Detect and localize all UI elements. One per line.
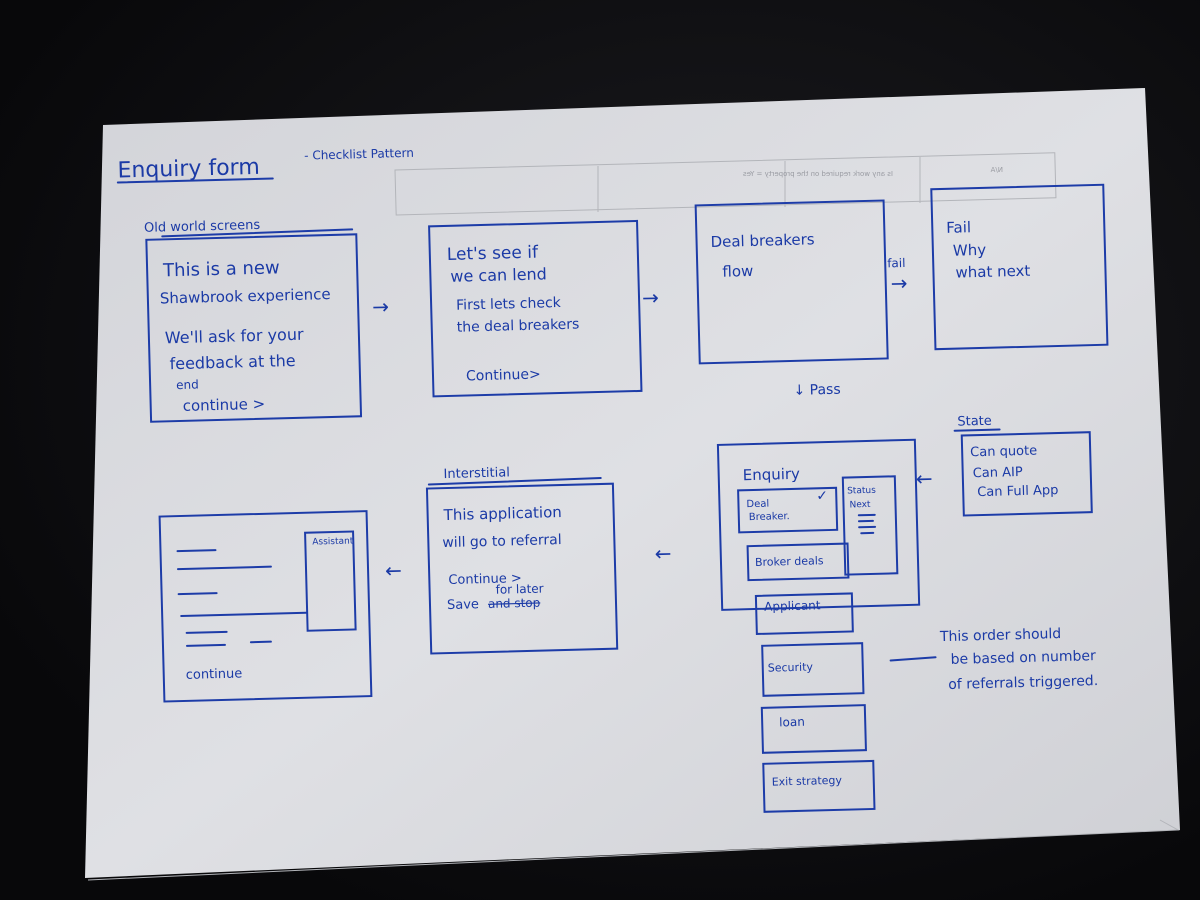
- interstitial-struck: and stop: [488, 596, 541, 611]
- deal-breakers-line: flow: [722, 262, 753, 281]
- pass-label: ↓ Pass: [793, 382, 841, 399]
- interstitial-line: This application: [442, 503, 562, 524]
- paper: [85, 88, 1180, 878]
- deal-breakers-screen: [694, 199, 889, 365]
- section-label: Applicant: [764, 598, 821, 613]
- section-item: [761, 642, 865, 697]
- section-label: Security: [768, 660, 814, 674]
- annotation-line: This order should: [939, 626, 1062, 645]
- enquiry-screen: [716, 438, 921, 611]
- show-through-cell-2: N/A: [990, 166, 1003, 174]
- interstitial-screen: [425, 482, 619, 655]
- state-item: Can Full App: [977, 483, 1059, 500]
- fail-line: what next: [955, 262, 1030, 282]
- lend-check-screen: [428, 219, 643, 398]
- assistant-panel: [304, 530, 357, 632]
- fail-line: Why: [953, 241, 987, 260]
- annotation-line: be based on number: [950, 648, 1096, 668]
- old-world-screen: [145, 233, 363, 423]
- assistant-label: Assistant: [312, 536, 354, 547]
- check-icon: ✓: [816, 488, 828, 504]
- interstitial-replacement: for later: [495, 582, 543, 597]
- status-label: Next: [849, 500, 871, 511]
- arrow-right-icon: →: [642, 285, 659, 309]
- interstitial-line: will go to referral: [442, 532, 562, 551]
- section-item: [746, 542, 850, 582]
- old-world-continue: continue >: [182, 395, 265, 415]
- deal-breakers-line: Deal breakers: [710, 230, 815, 251]
- form-continue: continue: [186, 666, 243, 682]
- form-field-lines: [176, 549, 308, 647]
- status-label: Status: [847, 486, 876, 497]
- lend-line: we can lend: [450, 264, 547, 286]
- deal-breaker-label: Deal: [746, 499, 769, 511]
- enquiry-title: Enquiry: [742, 465, 800, 484]
- old-world-line: This is a new: [162, 257, 280, 281]
- arrow-right-icon: →: [890, 271, 907, 295]
- show-through-cell-1: Is any work required on the property = Y…: [743, 170, 893, 178]
- arrow-left-icon: ←: [916, 466, 933, 490]
- status-panel: [841, 475, 899, 576]
- lend-continue: Continue>: [466, 367, 541, 385]
- section-item: [760, 704, 867, 754]
- interstitial-save: Save: [447, 597, 479, 613]
- form-screen: [158, 510, 373, 703]
- state-box: [960, 431, 1093, 517]
- interstitial-continue: Continue >: [448, 571, 522, 588]
- fail-line: Fail: [946, 218, 971, 237]
- lend-line: First lets check: [456, 295, 562, 314]
- interstitial-label: Interstitial: [443, 465, 510, 482]
- old-world-line: feedback at the: [169, 351, 295, 373]
- section-label: Broker deals: [755, 554, 824, 569]
- paper-stack-edge: [87, 819, 1180, 881]
- deal-breaker-item: [737, 486, 839, 534]
- old-world-line: We'll ask for your: [165, 325, 305, 348]
- state-item: Can quote: [970, 444, 1037, 461]
- status-lines: [857, 513, 877, 535]
- deal-breaker-label: Breaker.: [749, 511, 790, 523]
- fail-screen: [930, 183, 1109, 351]
- section-label: loan: [779, 715, 805, 730]
- old-world-label: Old world screens: [144, 218, 261, 236]
- arrow-left-icon: ←: [385, 558, 402, 582]
- old-world-line: Shawbrook experience: [160, 285, 331, 307]
- state-item: Can AIP: [973, 465, 1024, 481]
- old-world-line: end: [176, 377, 199, 392]
- section-label: Exit strategy: [772, 774, 843, 789]
- state-label: State: [957, 414, 992, 430]
- show-through-table: Is any work required on the property = Y…: [394, 152, 1057, 216]
- fail-label: fail: [887, 256, 906, 270]
- arrow-right-icon: →: [372, 294, 389, 318]
- annotation-line: of referrals triggered.: [948, 673, 1098, 693]
- section-item: [762, 759, 876, 813]
- lend-line: the deal breakers: [457, 316, 580, 335]
- lend-line: Let's see if: [447, 243, 540, 265]
- section-item: [754, 592, 854, 635]
- arrow-left-icon: ←: [654, 541, 671, 565]
- page-subtitle: - Checklist Pattern: [304, 146, 414, 163]
